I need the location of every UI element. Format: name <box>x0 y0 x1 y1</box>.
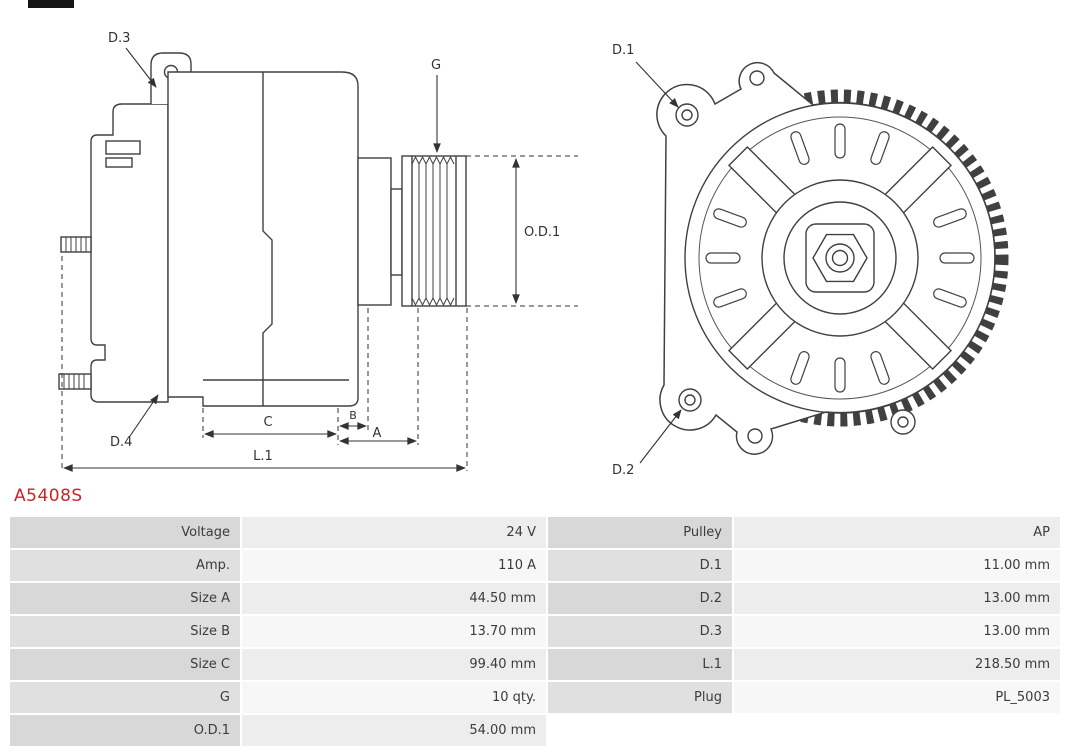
mount-hole-d1-center <box>681 109 693 121</box>
spec-value: 110 A <box>242 550 546 581</box>
spec-label: D.2 <box>548 583 732 614</box>
label-c: C <box>263 415 272 430</box>
dim-d2-leader <box>639 409 682 464</box>
spec-label: L.1 <box>548 649 732 680</box>
label-l1: L.1 <box>253 449 273 464</box>
mount-stud-threads <box>63 374 85 389</box>
spec-label: O.D.1 <box>10 715 240 746</box>
housing-seam <box>262 72 273 406</box>
rear-view-dimensions <box>635 61 682 464</box>
spec-value: 218.50 mm <box>734 649 1060 680</box>
bottom-lug-hole <box>747 428 763 444</box>
spec-value: PL_5003 <box>734 682 1060 713</box>
spec-value: 54.00 mm <box>242 715 546 746</box>
logo-fragment <box>28 0 74 8</box>
pulley-groove-bottom <box>411 296 455 307</box>
spec-value <box>734 715 1060 746</box>
label-g: G <box>431 58 441 73</box>
spec-label <box>548 715 732 746</box>
shaft-circle <box>825 243 855 273</box>
terminal-stud-threads <box>65 237 87 252</box>
spec-value: AP <box>734 517 1060 548</box>
part-number: A5408S <box>14 486 83 506</box>
label-b: B <box>349 409 357 422</box>
spec-value: 13.00 mm <box>734 583 1060 614</box>
spec-label: Amp. <box>10 550 240 581</box>
terminal-block-2 <box>105 157 133 168</box>
mount-hole-d2-center <box>684 394 696 406</box>
rear-view <box>656 61 1009 455</box>
rear-housing <box>90 103 169 403</box>
spec-label: Size C <box>10 649 240 680</box>
mount-hole-d1 <box>675 103 699 127</box>
extension-lines <box>61 155 578 471</box>
shaft-spacer <box>390 188 403 276</box>
spec-label: Pulley <box>548 517 732 548</box>
spec-value: 10 qty. <box>242 682 546 713</box>
body-inner-circle <box>698 116 982 400</box>
label-d2: D.2 <box>612 463 634 478</box>
spec-label: Size B <box>10 616 240 647</box>
pulley-flanges <box>411 156 457 306</box>
spec-label: Plug <box>548 682 732 713</box>
side-lug <box>890 409 916 435</box>
spec-value: 99.40 mm <box>242 649 546 680</box>
front-bracket <box>167 71 359 407</box>
pulley-groove-top <box>411 155 455 166</box>
spec-value: 13.00 mm <box>734 616 1060 647</box>
spec-value: 44.50 mm <box>242 583 546 614</box>
label-od1: O.D.1 <box>524 225 560 240</box>
side-lug-hole <box>897 416 909 428</box>
spec-label: Size A <box>10 583 240 614</box>
spec-value: 13.70 mm <box>242 616 546 647</box>
label-d4: D.4 <box>110 435 132 450</box>
body-outline-circle <box>684 102 996 414</box>
mount-hole-d2 <box>678 388 702 412</box>
spec-label: D.3 <box>548 616 732 647</box>
side-view-dimensions <box>61 47 578 472</box>
spec-label: Voltage <box>10 517 240 548</box>
label-d3: D.3 <box>108 31 130 46</box>
vent-slots <box>705 123 975 393</box>
spec-value: 24 V <box>242 517 546 548</box>
drive-end-step <box>357 157 392 306</box>
alternator-diagram: D.3 G O.D.1 D.4 C B A L.1 <box>58 31 1009 478</box>
dim-d4-leader <box>129 394 159 437</box>
technical-drawing: D.3 G O.D.1 D.4 C B A L.1 <box>0 8 1080 486</box>
pulley-ribs <box>418 164 448 298</box>
spec-value: 11.00 mm <box>734 550 1060 581</box>
spec-table: Voltage 24 V Pulley AP Amp. 110 A D.1 11… <box>10 517 1060 746</box>
label-a: A <box>373 426 382 441</box>
spec-label: D.1 <box>548 550 732 581</box>
mount-stud <box>58 373 92 390</box>
spec-label: G <box>10 682 240 713</box>
shaft-center <box>831 249 849 267</box>
dim-d1-leader <box>635 61 679 108</box>
dim-d3-leader <box>125 47 157 88</box>
label-d1: D.1 <box>612 43 634 58</box>
top-lug-hole <box>749 70 765 86</box>
terminal-block <box>105 140 141 155</box>
side-view <box>58 52 467 407</box>
